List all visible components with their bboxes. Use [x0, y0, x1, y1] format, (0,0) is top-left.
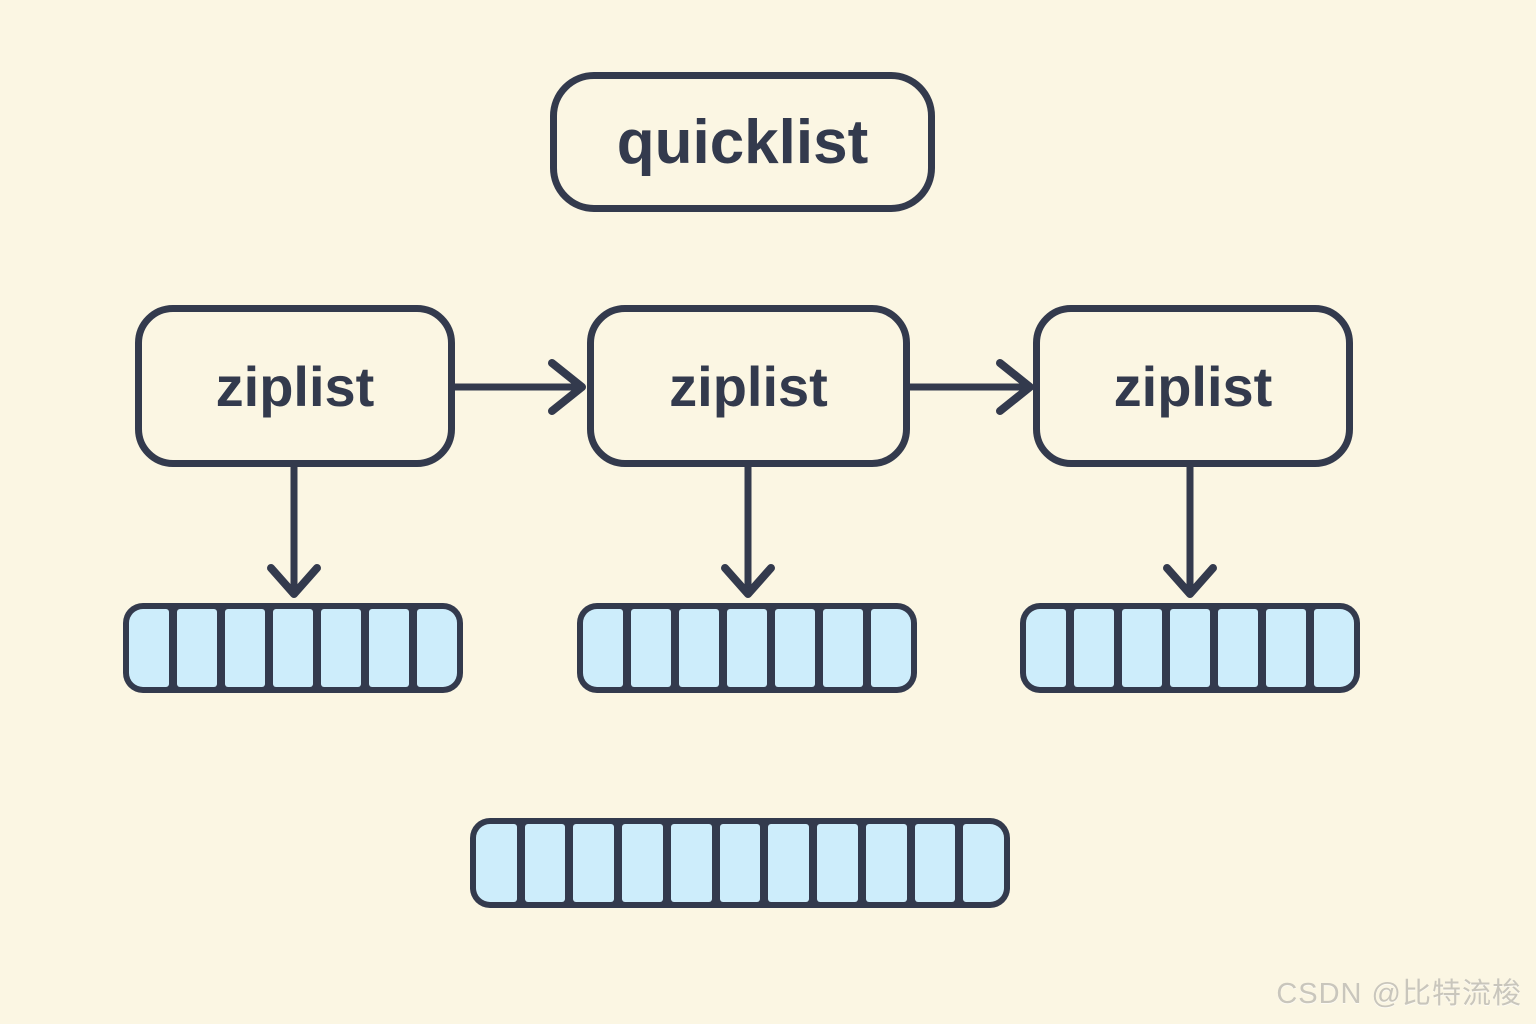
ziplist-cell	[871, 609, 911, 687]
ziplist-cell	[817, 824, 858, 902]
csdn-watermark: CSDN @比特流梭	[1276, 978, 1522, 1010]
ziplist-node-1: ziplist	[135, 305, 455, 467]
ziplist-cell	[914, 824, 956, 902]
quicklist-node: quicklist	[550, 72, 935, 212]
ziplist-cell	[1266, 609, 1306, 687]
ziplist-cell	[768, 824, 810, 902]
ziplist-cell	[417, 609, 457, 687]
ziplist-cells-1	[123, 603, 463, 693]
quicklist-label: quicklist	[616, 107, 869, 177]
ziplist-label: ziplist	[669, 354, 828, 418]
ziplist-cell	[273, 609, 313, 687]
ziplist-cell	[1170, 609, 1210, 687]
ziplist-cell	[524, 824, 566, 902]
arrow-ziplist1-to-cells	[267, 463, 321, 598]
ziplist-label: ziplist	[215, 354, 375, 418]
ziplist-cell	[963, 824, 1005, 902]
ziplist-cell	[775, 609, 815, 687]
ziplist-cell	[823, 609, 863, 687]
ziplist-cell	[583, 609, 623, 687]
ziplist-cells-3	[1020, 603, 1360, 693]
ziplist-node-3: ziplist	[1033, 305, 1353, 467]
arrow-ziplist2-to-cells	[721, 463, 775, 598]
ziplist-cell	[679, 609, 719, 687]
ziplist-cell	[631, 609, 671, 687]
ziplist-cell	[865, 824, 907, 902]
ziplist-cell	[177, 609, 217, 687]
ziplist-cell	[727, 609, 767, 687]
ziplist-cell	[369, 609, 409, 687]
merged-cells-bottom	[470, 818, 1010, 908]
ziplist-cell	[1026, 609, 1066, 687]
ziplist-cell	[321, 609, 361, 687]
ziplist-label: ziplist	[1113, 354, 1273, 418]
ziplist-cell	[622, 824, 663, 902]
ziplist-node-2: ziplist	[587, 305, 910, 467]
ziplist-cell	[573, 824, 615, 902]
ziplist-cell	[1122, 609, 1162, 687]
ziplist-cell	[1074, 609, 1114, 687]
ziplist-cell	[670, 824, 712, 902]
ziplist-cell	[1314, 609, 1354, 687]
arrow-ziplist3-to-cells	[1163, 463, 1217, 598]
ziplist-cells-2	[577, 603, 917, 693]
ziplist-cell	[1218, 609, 1258, 687]
ziplist-cell	[719, 824, 761, 902]
ziplist-cell	[476, 824, 517, 902]
ziplist-cell	[225, 609, 265, 687]
arrow-ziplist2-to-ziplist3	[906, 359, 1034, 415]
ziplist-cell	[129, 609, 169, 687]
arrow-ziplist1-to-ziplist2	[451, 359, 586, 415]
